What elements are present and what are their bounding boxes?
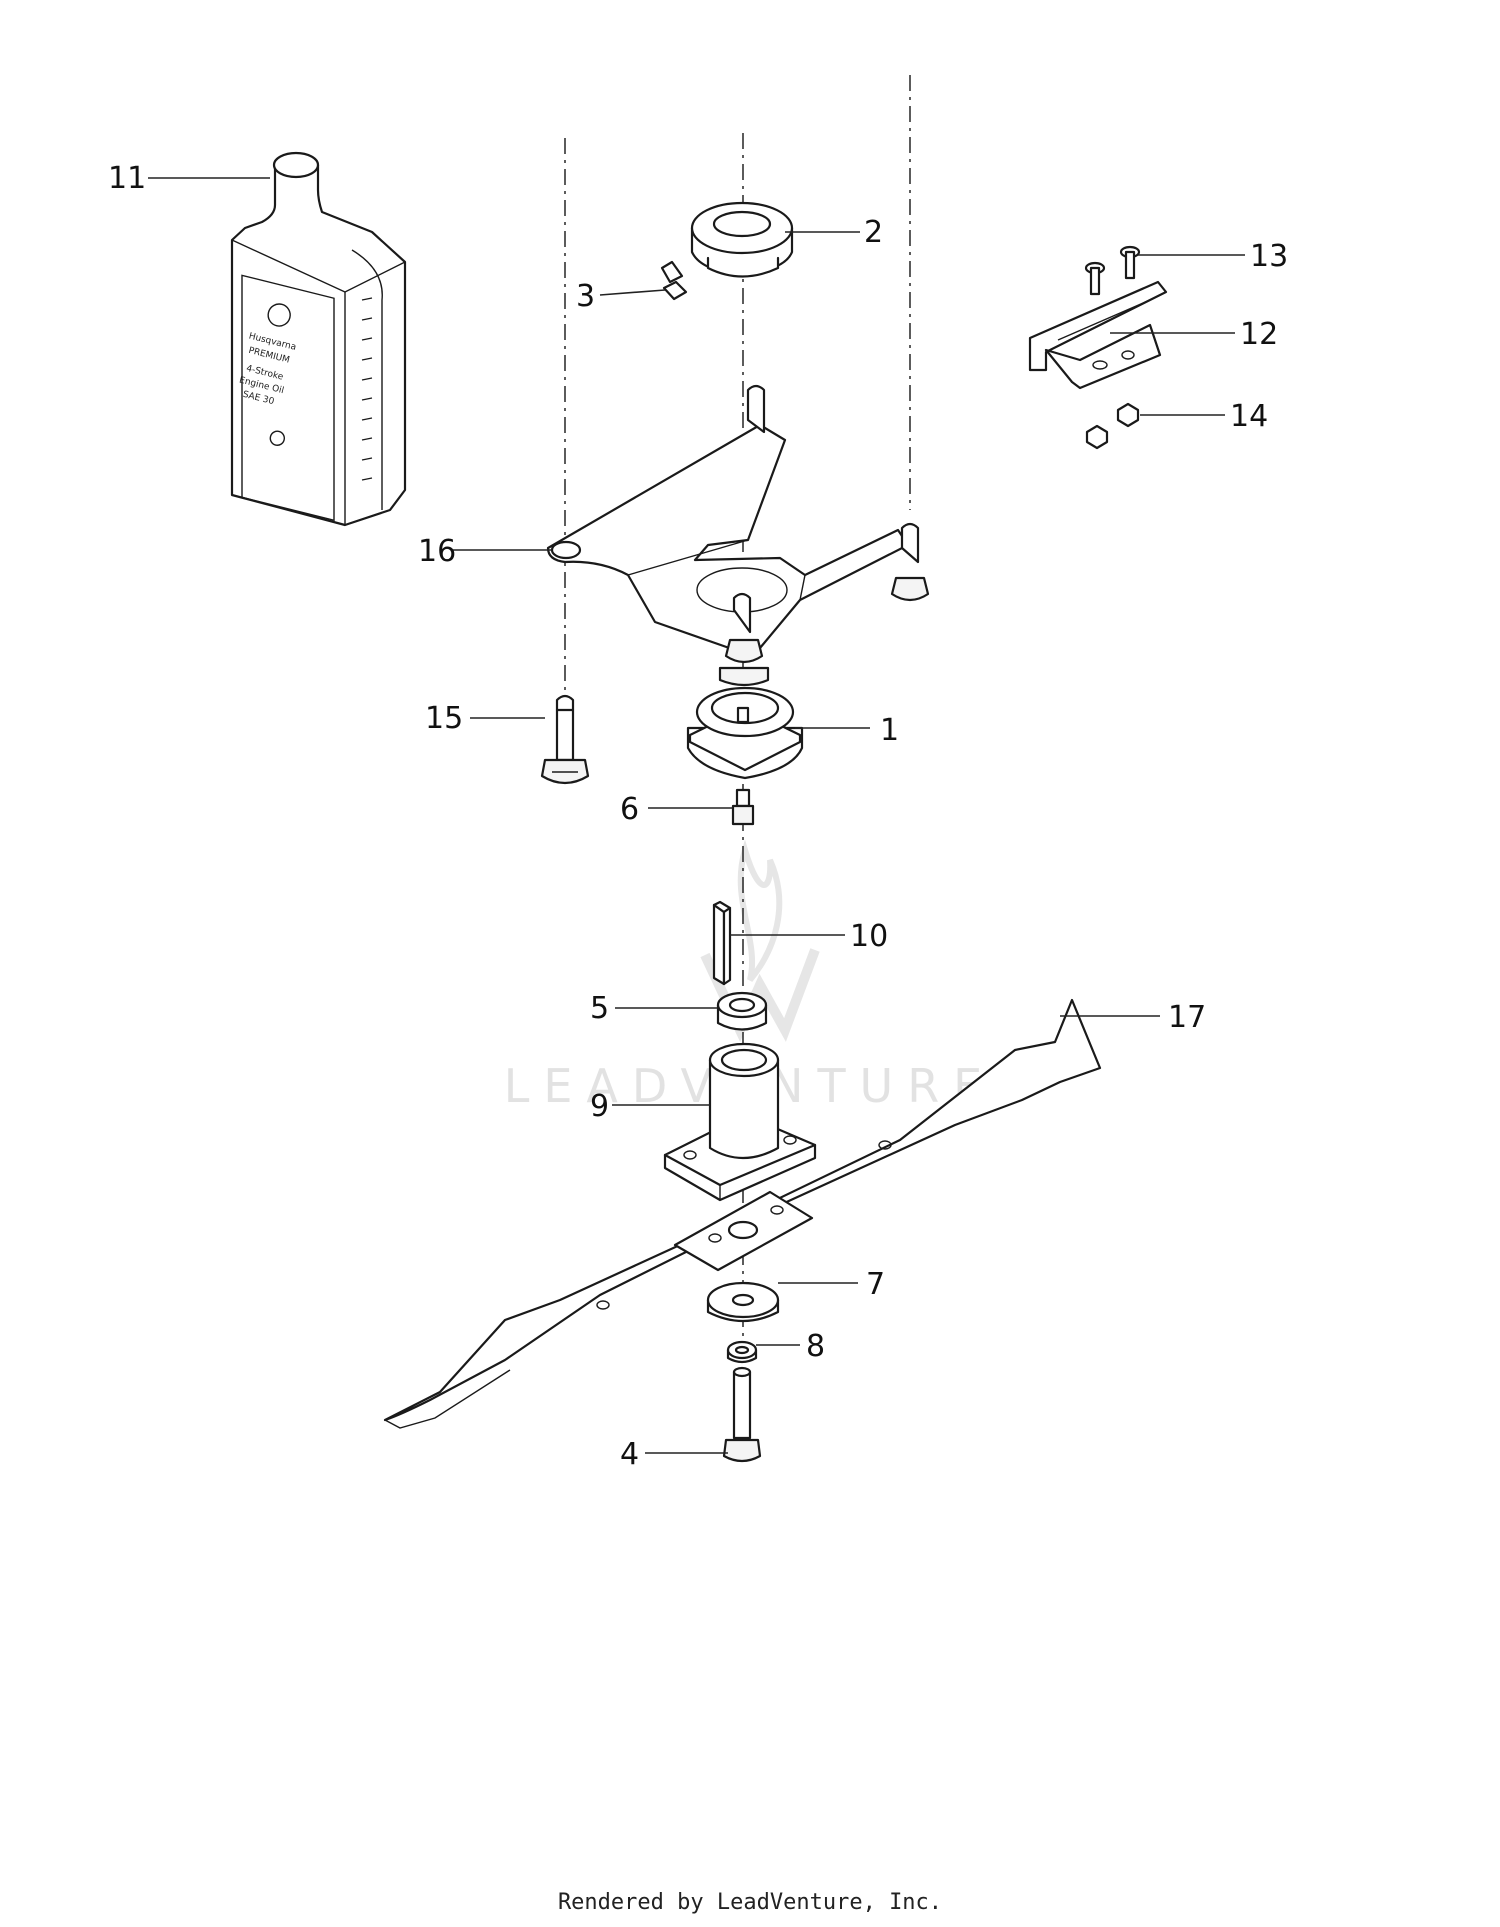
callout-12[interactable]: 12 bbox=[1240, 317, 1278, 352]
callout-11[interactable]: 11 bbox=[108, 161, 146, 196]
callout-13[interactable]: 13 bbox=[1250, 239, 1288, 274]
leader-lines bbox=[148, 177, 1245, 1454]
callout-17[interactable]: 17 bbox=[1168, 1000, 1206, 1035]
callout-4[interactable]: 4 bbox=[620, 1437, 639, 1472]
plug-part[interactable] bbox=[660, 260, 688, 301]
callout-9[interactable]: 9 bbox=[590, 1089, 609, 1124]
hex-bolt-part[interactable] bbox=[722, 1366, 762, 1463]
bracket-part[interactable] bbox=[1028, 280, 1168, 390]
key-part[interactable] bbox=[712, 900, 732, 986]
screw-part[interactable] bbox=[1084, 245, 1141, 296]
spacer-part[interactable] bbox=[716, 991, 768, 1031]
footer-credit: Rendered by LeadVenture, Inc. bbox=[557, 1890, 943, 1915]
callout-8[interactable]: 8 bbox=[806, 1329, 825, 1364]
baffle-plate-part[interactable] bbox=[546, 384, 930, 687]
flange-bolt-part[interactable] bbox=[540, 694, 590, 785]
callout-1[interactable]: 1 bbox=[880, 713, 899, 748]
callout-15[interactable]: 15 bbox=[425, 701, 463, 736]
bearing-housing-part[interactable] bbox=[686, 686, 804, 780]
oil-bottle-scale bbox=[361, 297, 373, 481]
lock-washer-part[interactable] bbox=[726, 1340, 758, 1364]
callout-3[interactable]: 3 bbox=[576, 279, 595, 314]
callout-14[interactable]: 14 bbox=[1230, 399, 1268, 434]
nut-part[interactable] bbox=[1085, 402, 1140, 450]
oil-bottle-part[interactable]: Husqvarna PREMIUM 4-Stroke Engine Oil SA… bbox=[225, 151, 407, 527]
callout-2[interactable]: 2 bbox=[864, 215, 883, 250]
grommet-part[interactable] bbox=[690, 201, 794, 278]
callouts: 11 2 3 13 12 14 16 15 1 6 10 5 17 9 7 8 … bbox=[108, 161, 1288, 1472]
callout-5[interactable]: 5 bbox=[590, 991, 609, 1026]
blade-adapter-part[interactable] bbox=[663, 1042, 817, 1202]
washer-part[interactable] bbox=[706, 1281, 780, 1322]
callout-16[interactable]: 16 bbox=[418, 534, 456, 569]
mower-blade-part[interactable] bbox=[383, 998, 1102, 1429]
shaft-stub-part[interactable] bbox=[731, 788, 755, 826]
callout-6[interactable]: 6 bbox=[620, 792, 639, 827]
callout-7[interactable]: 7 bbox=[866, 1267, 885, 1302]
callout-10[interactable]: 10 bbox=[850, 919, 888, 954]
